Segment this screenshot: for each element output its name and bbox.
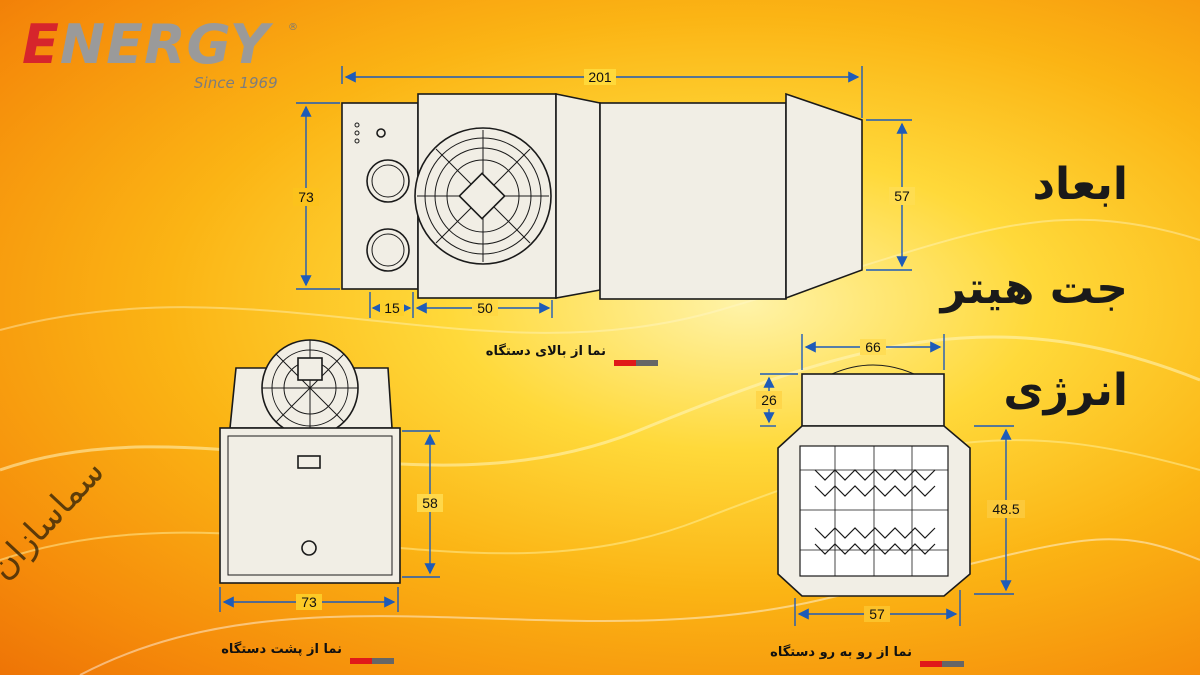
handle-icon	[297, 455, 321, 469]
logo-letters: NERGY	[59, 13, 270, 76]
control-knob-icon	[366, 228, 410, 272]
legend-bar-back	[350, 649, 394, 664]
logo-wordmark: ENERGY	[22, 14, 270, 76]
fan-hub	[458, 172, 506, 220]
headline-line-2: جت هیتر	[940, 263, 1128, 314]
back-panel	[219, 427, 401, 584]
dim-front-height: 57	[894, 188, 910, 204]
dimension-labels: 201 73 57 15 50 58 73 66 26 48.5 57	[293, 69, 1025, 622]
back-view	[219, 339, 401, 584]
dim-back-height: 58	[422, 495, 438, 511]
heating-coil-icon	[814, 469, 936, 481]
outlet-icon	[301, 540, 317, 556]
front-view	[777, 364, 971, 597]
dim-front-body-height: 48.5	[992, 501, 1019, 517]
logo-letter-e: E	[22, 13, 60, 76]
headline-line-3: انرژی	[1003, 365, 1128, 416]
dim-top-height: 73	[298, 189, 314, 205]
dim-front-width: 57	[869, 606, 885, 622]
dim-back-width: 73	[301, 594, 317, 610]
caption-back-view: نما از پشت دستگاه	[221, 642, 342, 657]
legend-bar-front	[920, 652, 964, 667]
registered-mark: ®	[288, 22, 298, 33]
headline-line-1: ابعاد	[1032, 159, 1128, 210]
legend-bar-top	[614, 351, 658, 366]
energy-logo: ENERGY ® Since 1969	[22, 14, 302, 100]
power-knob-icon	[376, 128, 386, 138]
dim-front-top-width: 66	[865, 339, 881, 355]
logo-since: Since 1969	[194, 74, 278, 92]
dim-length: 201	[588, 69, 612, 85]
caption-top-view: نما از بالای دستگاه	[485, 344, 606, 359]
control-knob-icon	[366, 159, 410, 203]
heater-body	[599, 102, 787, 300]
front-top-housing	[801, 373, 945, 427]
dim-fan: 50	[477, 300, 493, 316]
top-view	[341, 92, 863, 300]
nozzle	[785, 92, 863, 300]
caption-front-view: نما از رو به رو دستگاه	[770, 645, 912, 660]
dim-front-top-height: 26	[761, 392, 777, 408]
dim-panel: 15	[384, 300, 400, 316]
